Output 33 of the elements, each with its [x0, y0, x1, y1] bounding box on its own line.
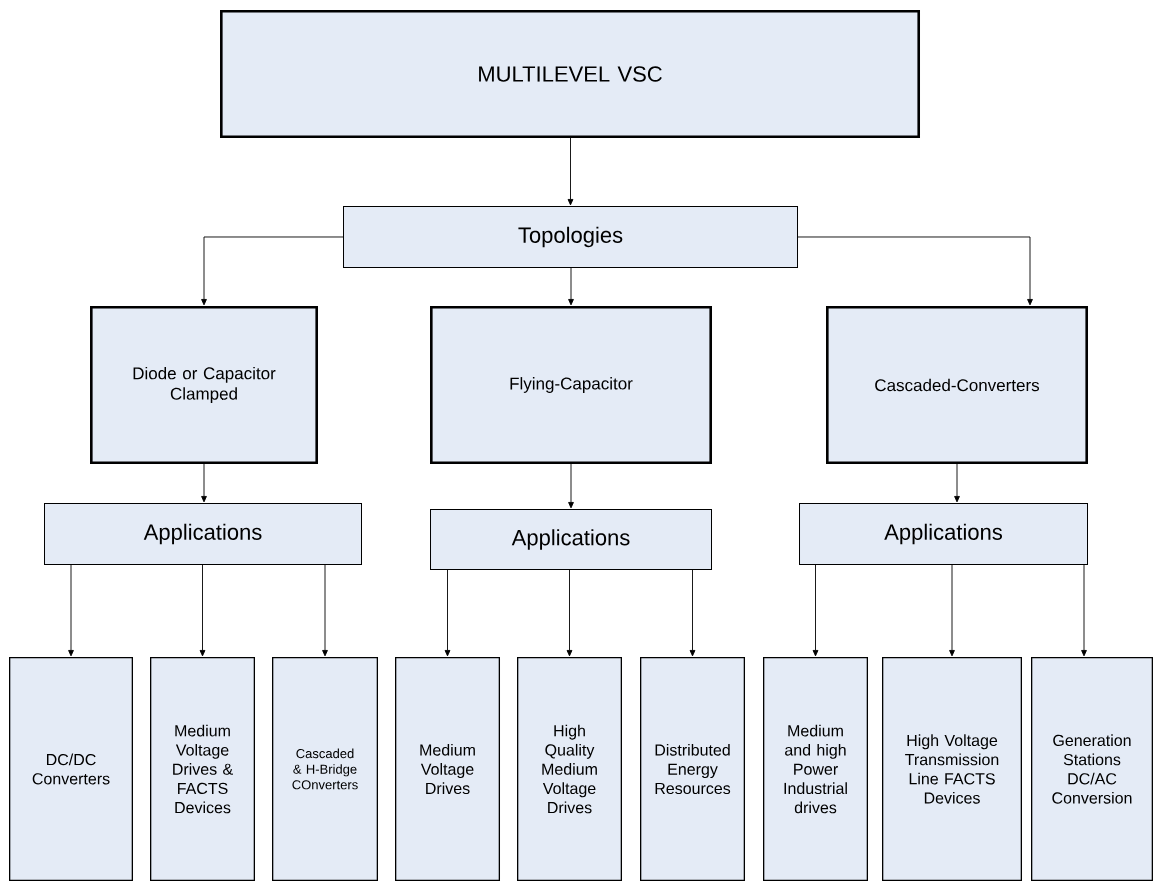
topology-box: Flying-Capacitor: [430, 306, 712, 464]
application-box: High Voltage Transmission Line FACTS Devices: [882, 657, 1022, 881]
arrow: [568, 267, 574, 306]
arrow: [1081, 564, 1087, 657]
arrow: [201, 463, 207, 503]
arrow: [949, 564, 955, 657]
arrow: [201, 236, 344, 306]
arrow: [68, 564, 74, 657]
arrow: [566, 569, 573, 657]
topology-box: Diode or Capacitor Clamped: [90, 306, 318, 464]
title-box: MULTILEVEL VSC: [220, 10, 920, 138]
application-box: Distributed Energy Resources: [640, 657, 745, 881]
arrow: [567, 137, 574, 206]
arrow: [812, 564, 819, 657]
category-box: Topologies: [343, 206, 798, 268]
application-box: Medium Voltage Drives & FACTS Devices: [150, 657, 255, 881]
application-box: High Quality Medium Voltage Drives: [517, 657, 622, 881]
arrow: [322, 564, 328, 657]
arrow: [444, 569, 451, 657]
arrow: [199, 564, 206, 657]
topology-box: Cascaded-Converters: [826, 306, 1088, 464]
category-box: Applications: [799, 503, 1088, 565]
application-box: Medium and high Power Industrial drives: [763, 657, 868, 881]
arrow: [797, 236, 1033, 306]
arrow: [689, 569, 696, 657]
application-box: Medium Voltage Drives: [395, 657, 500, 881]
arrow: [568, 463, 574, 509]
application-box: Generation Stations DC/AC Conversion: [1031, 657, 1153, 881]
application-box: Cascaded & H-Bridge COnverters: [272, 657, 378, 881]
arrow: [954, 463, 960, 503]
category-box: Applications: [430, 509, 712, 570]
category-box: Applications: [44, 503, 362, 565]
application-box: DC/DC Converters: [9, 657, 133, 881]
